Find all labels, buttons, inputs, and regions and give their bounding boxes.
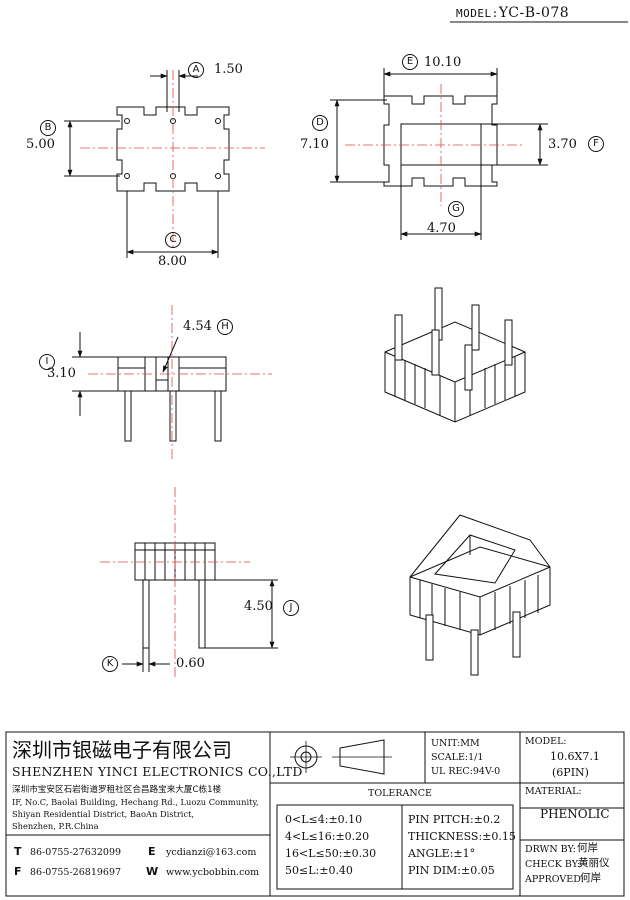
check-value: 黄丽仪 xyxy=(578,857,610,869)
dim-g-marker: G xyxy=(448,201,464,217)
top-view-right xyxy=(330,68,548,240)
front-view xyxy=(100,487,278,680)
bobbin-top-outline-2 xyxy=(383,95,498,187)
company-name-en: SHENZHEN YINCI ELECTRONICS CO.,LTD xyxy=(12,764,303,779)
dim-i-value: 3.10 xyxy=(47,366,76,381)
tolerance-title: TOLERANCE xyxy=(368,788,432,799)
dim-e-value: 10.10 xyxy=(424,55,462,70)
dim-b-marker: B xyxy=(40,120,56,136)
dim-d-value: 7.10 xyxy=(300,137,329,152)
dim-a-marker: A xyxy=(188,62,204,78)
email-icon: E xyxy=(148,845,156,858)
dim-k-value: 0.60 xyxy=(176,656,205,671)
tel-number: 86-0755-27632099 xyxy=(30,847,122,858)
dim-a-value: 1.50 xyxy=(214,62,243,77)
dim-f-marker: F xyxy=(588,136,604,152)
dim-h-marker: H xyxy=(217,319,233,335)
website: www.ycbobbin.com xyxy=(166,867,260,878)
approved-value: 何岸 xyxy=(580,872,601,884)
tolerance-left-0: 0<L≤4:±0.10 xyxy=(285,813,363,826)
dim-c-value: 8.00 xyxy=(158,254,187,269)
unit: UNIT:MM xyxy=(431,738,480,749)
tolerance-left-1: 4<L≤16:±0.20 xyxy=(285,830,370,843)
dim-j-value: 4.50 xyxy=(244,599,273,614)
model-header: MODEL:YC-B-078 xyxy=(456,6,569,20)
check-label: CHECK BY: xyxy=(525,859,580,870)
dim-g-value: 4.70 xyxy=(427,221,456,236)
tel-icon: T xyxy=(14,845,22,858)
web-icon: W xyxy=(146,865,159,878)
model-header-label: MODEL: xyxy=(456,7,499,20)
title-block xyxy=(5,731,625,897)
model-pins: (6PIN) xyxy=(552,766,589,779)
address-en-3: Shenzhen, P.R.China xyxy=(12,821,99,831)
fax-icon: F xyxy=(14,865,22,878)
dim-c-marker: C xyxy=(165,232,181,248)
dim-j-marker: J xyxy=(283,600,299,616)
material-title: MATERIAL: xyxy=(525,786,582,797)
dim-e-marker: E xyxy=(402,54,418,70)
dim-f-value: 3.70 xyxy=(548,137,577,152)
dim-d-marker: D xyxy=(312,115,328,131)
dim-h-value: 4.54 xyxy=(183,319,212,334)
model-size: 10.6X7.1 xyxy=(550,750,600,763)
address-cn: 深圳市宝安区石岩街道罗租社区合昌路宝来大厦C栋1楼 xyxy=(12,785,222,795)
dim-b-value: 5.00 xyxy=(26,137,55,152)
drawn-label: DRWN BY: xyxy=(525,844,576,855)
address-en-2: Shiyan Residential District, BaoAn Distr… xyxy=(12,809,195,819)
tolerance-right-0: PIN PITCH:±0.2 xyxy=(408,813,501,826)
ul-rec: UL REC:94V-0 xyxy=(431,766,501,777)
tolerance-right-2: ANGLE:±1° xyxy=(408,847,476,860)
company-name-cn: 深圳市银磁电子有限公司 xyxy=(12,738,232,762)
fax-number: 86-0755-26819697 xyxy=(30,867,122,878)
approved-label: APPROVED: xyxy=(525,874,585,885)
tolerance-right-3: PIN DIM:±0.05 xyxy=(408,864,495,877)
dim-i-marker: I xyxy=(39,354,55,370)
material-value: PHENOLIC xyxy=(540,807,610,821)
isometric-view-pins-up xyxy=(384,287,526,423)
model-title: MODEL: xyxy=(525,736,567,747)
bobbin-top-outline xyxy=(116,106,230,192)
side-view xyxy=(72,305,272,460)
drawn-value: 何岸 xyxy=(577,842,598,854)
tolerance-left-3: 50≤L:±0.40 xyxy=(285,864,353,877)
address-en-1: IF, No.C, Baolai Building, Hechang Rd., … xyxy=(12,797,259,807)
scale: SCALE:1/1 xyxy=(431,752,484,763)
isometric-view-pins-down xyxy=(409,514,551,676)
email-address: ycdianzi@163.com xyxy=(166,847,257,858)
dim-k-marker: K xyxy=(102,656,118,672)
tolerance-left-2: 16<L≤50:±0.30 xyxy=(285,847,377,860)
model-header-value: YC-B-078 xyxy=(498,5,570,21)
tolerance-right-1: THICKNESS:±0.15 xyxy=(408,830,516,843)
top-view-left xyxy=(64,70,265,258)
